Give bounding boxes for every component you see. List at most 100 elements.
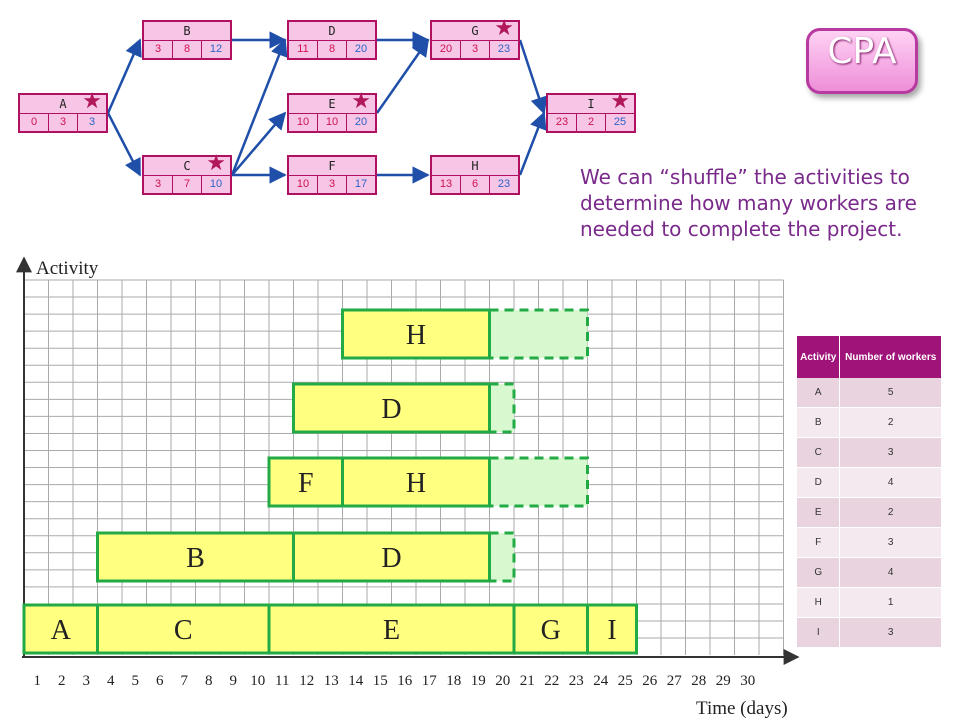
x-tick-label: 16 xyxy=(397,673,413,689)
cell-activity: A xyxy=(797,378,840,408)
x-tick-label: 17 xyxy=(422,673,438,689)
cpa-title-button[interactable]: CPA xyxy=(806,28,918,94)
x-tick-label: 20 xyxy=(495,673,510,689)
x-tick-label: 9 xyxy=(230,673,238,689)
node-duration: 2 xyxy=(576,113,605,131)
float-bar xyxy=(488,308,589,360)
activity-bar-e xyxy=(267,603,516,655)
node-name: G xyxy=(432,22,518,41)
shuffle-note: We can “shuffle” the activities to deter… xyxy=(580,165,917,241)
activity-bar-h xyxy=(341,456,491,508)
arrow-a-c xyxy=(106,112,142,177)
node-earliest-start: 23 xyxy=(555,116,569,128)
cell-activity: E xyxy=(797,497,840,528)
x-tick-label: 29 xyxy=(716,673,731,689)
chart-axes xyxy=(16,256,800,665)
critical-star-icon: ★ xyxy=(351,89,371,114)
x-tick-label: 24 xyxy=(593,673,609,689)
cell-workers: 1 xyxy=(839,587,941,618)
node-earliest-start: 10 xyxy=(296,116,310,128)
activity-bar-label: E xyxy=(383,615,400,646)
critical-star-icon: ★ xyxy=(82,89,102,114)
cell-workers: 4 xyxy=(839,557,941,588)
header-workers: Number of workers xyxy=(839,336,941,378)
node-name: H xyxy=(432,157,518,176)
x-tick-label: 30 xyxy=(740,673,755,689)
cell-activity: G xyxy=(797,557,840,588)
node-name: A xyxy=(20,95,106,114)
x-tick-label: 23 xyxy=(569,673,584,689)
x-tick-label: 27 xyxy=(667,673,683,689)
x-tick-label: 21 xyxy=(520,673,535,689)
node-name: B xyxy=(144,22,230,41)
x-tick-label: 6 xyxy=(156,673,164,689)
x-tick-label: 26 xyxy=(642,673,658,689)
x-tick-label: 14 xyxy=(348,673,364,689)
activity-bar-h xyxy=(341,308,491,360)
cell-activity: I xyxy=(797,617,840,647)
arrow-e-g xyxy=(375,38,430,114)
cell-activity: H xyxy=(797,587,840,618)
x-tick-label: 8 xyxy=(205,673,213,689)
node-earliest-start: 3 xyxy=(154,43,162,55)
activity-bar-label: D xyxy=(381,394,401,425)
activity-bar-label: A xyxy=(51,615,72,646)
node-duration: 3 xyxy=(317,175,346,193)
cell-workers: 3 xyxy=(839,527,941,558)
node-earliest-start: 20 xyxy=(439,43,453,55)
node-duration: 7 xyxy=(172,175,201,193)
node-duration: 3 xyxy=(48,113,77,131)
x-tick-label: 13 xyxy=(324,673,339,689)
activity-bar-c xyxy=(96,603,271,655)
x-tick-label: 12 xyxy=(299,673,314,689)
cell-activity: C xyxy=(797,437,840,468)
float-bar xyxy=(488,382,516,434)
y-axis-label: Activity xyxy=(36,258,99,279)
x-tick-label: 4 xyxy=(107,673,115,689)
cell-workers: 4 xyxy=(839,467,941,498)
node-earliest-start: 10 xyxy=(296,178,310,190)
table-header-row: Activity Number of workers xyxy=(797,336,941,378)
cell-workers: 3 xyxy=(839,437,941,468)
activity-bar-a xyxy=(22,603,99,655)
activity-bar-label: G xyxy=(541,615,561,646)
node-earliest-finish: 17 xyxy=(346,175,375,193)
float-bar xyxy=(488,456,589,508)
node-earliest-finish: 12 xyxy=(201,40,230,58)
x-tick-label: 10 xyxy=(250,673,265,689)
critical-star-icon: ★ xyxy=(206,151,226,176)
x-tick-label: 25 xyxy=(618,673,633,689)
node-name: C xyxy=(144,157,230,176)
node-earliest-finish: 20 xyxy=(346,113,375,131)
node-earliest-start: 0 xyxy=(30,116,38,128)
activity-bar-i xyxy=(586,603,638,655)
activity-bar-d xyxy=(292,382,491,434)
x-tick-label: 22 xyxy=(544,673,559,689)
activity-bar-d xyxy=(292,531,491,583)
cell-workers: 3 xyxy=(839,617,941,647)
node-name: E xyxy=(289,95,375,114)
float-bar xyxy=(488,531,516,583)
node-earliest-finish: 23 xyxy=(489,175,518,193)
